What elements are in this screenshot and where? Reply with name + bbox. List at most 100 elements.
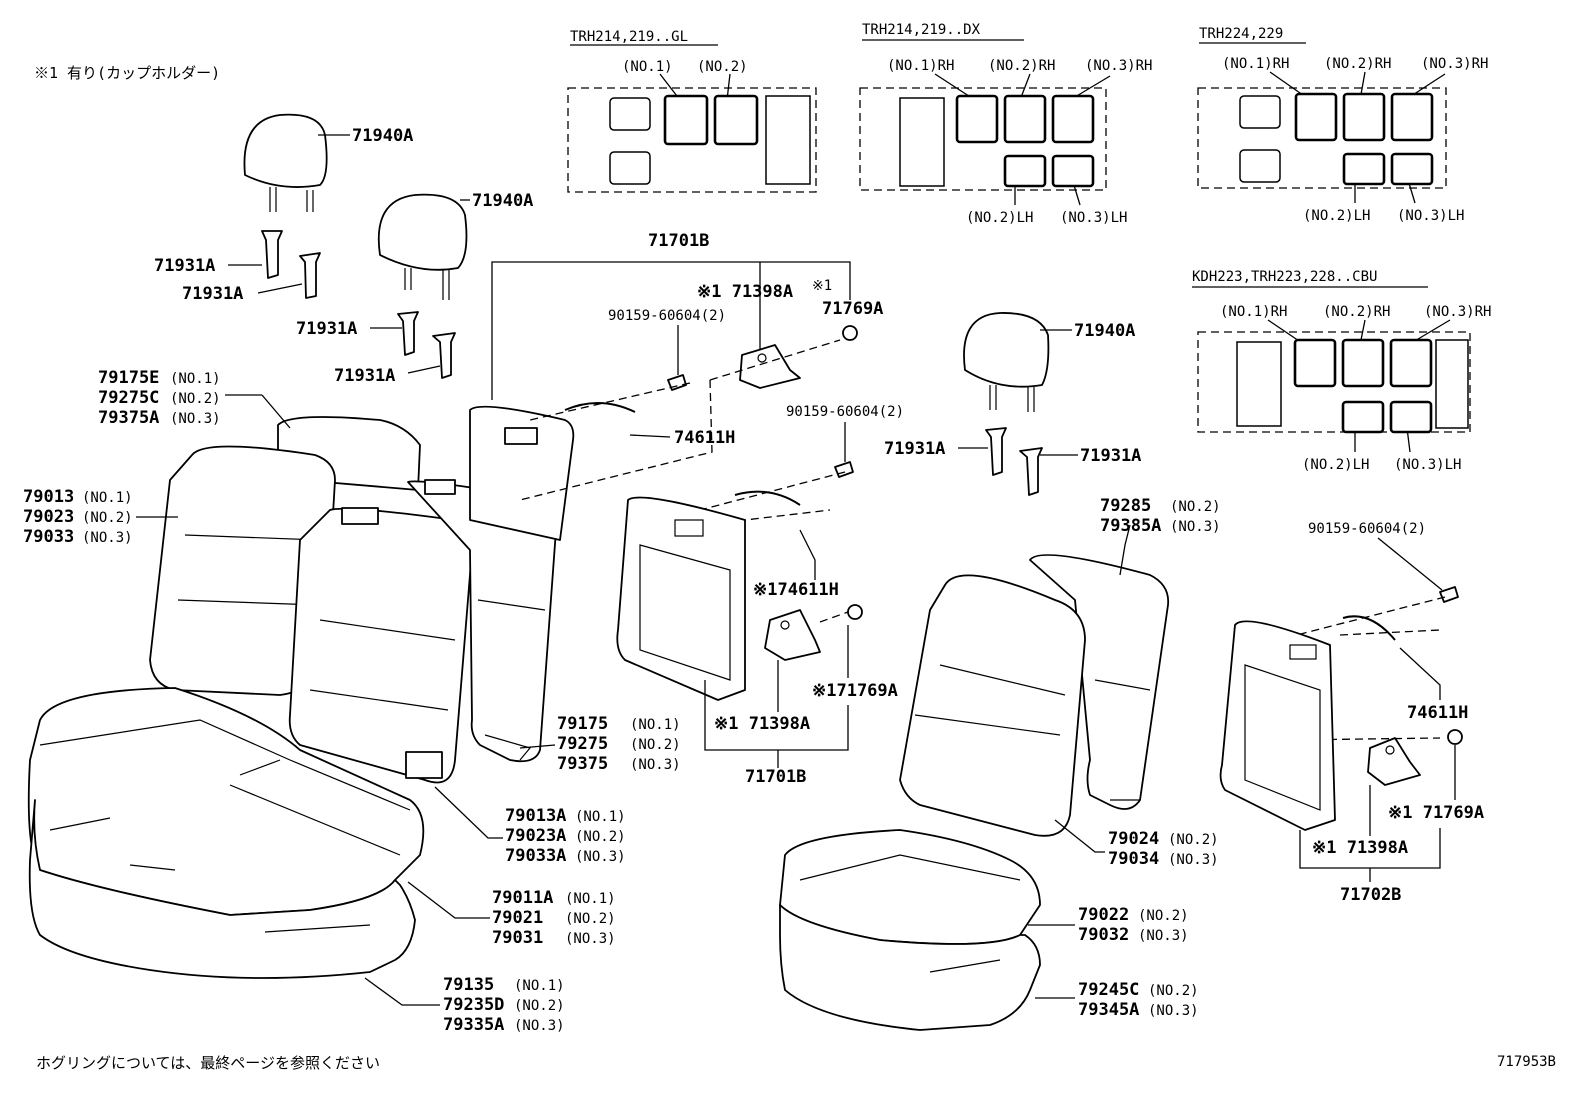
layout-label: (NO.2)LH (1302, 457, 1369, 473)
headrest-part-number: 71940A (472, 191, 533, 211)
part-suffix: (NO.3) (1148, 1003, 1199, 1019)
layout-label: (NO.3)RH (1421, 56, 1488, 72)
layout-label: (NO.3)LH (1060, 210, 1127, 226)
group-79135: 79135 (NO.1) 79235D (NO.2) 79335A (NO.3) (443, 975, 565, 1035)
layout-label: (NO.2)RH (1323, 304, 1390, 320)
guide-part-number: 71931A (182, 284, 243, 304)
hinge-part-number: ※1 71398A (1312, 838, 1408, 858)
part-number: 79135 (443, 975, 494, 995)
hinge-bracket-icons (739, 344, 1421, 786)
hook-part-number: ※1 71769A (1388, 803, 1484, 823)
layout-trh224: TRH224,229 (NO.1)RH (NO.2)RH (NO.3)RH (N… (1197, 26, 1488, 224)
part-number: 79013 (23, 487, 74, 507)
hook-part-number: ※171769A (812, 681, 898, 701)
bolt-part-number: 90159-60604(2) (786, 404, 904, 420)
part-number: 79235D (443, 995, 504, 1015)
layout-title: TRH214,219..GL (570, 29, 688, 45)
frame-part-number: 71701B (648, 231, 709, 251)
part-suffix: (NO.3) (82, 530, 133, 546)
part-suffix: (NO.2) (1148, 983, 1199, 999)
part-number: 79034 (1108, 849, 1159, 869)
grip-part-number: ※174611H (753, 580, 839, 600)
left-bench-seat (27, 405, 575, 979)
part-suffix: (NO.2) (170, 391, 221, 407)
layout-title: TRH214,219..DX (862, 22, 981, 38)
group-79013A: 79013A (NO.1) 79023A (NO.2) 79033A (NO.3… (505, 806, 626, 866)
figure-id: 717953B (1497, 1054, 1556, 1070)
part-suffix: (NO.3) (565, 931, 616, 947)
headrest-left-2 (377, 193, 468, 300)
grip-handle-icons (564, 401, 1396, 641)
part-suffix: (NO.1) (82, 490, 133, 506)
layout-label: (NO.1)RH (1222, 56, 1289, 72)
part-suffix: (NO.1) (630, 717, 681, 733)
part-suffix: (NO.1) (170, 371, 221, 387)
guide-part-number: 71931A (334, 366, 395, 386)
part-number: 79175E (98, 368, 159, 388)
bolt-part-number: 90159-60604(2) (1308, 521, 1426, 537)
layout-label: (NO.2)RH (1324, 56, 1391, 72)
layout-label: (NO.3)LH (1394, 457, 1461, 473)
layout-label: (NO.2) (697, 59, 748, 75)
layout-label: (NO.2)LH (966, 210, 1033, 226)
seatback-panel-right (1219, 620, 1336, 831)
part-number: 79021 (492, 908, 543, 928)
cupholder-note: ※1 有り(カップホルダー) (34, 64, 220, 82)
part-suffix: (NO.3) (575, 849, 626, 865)
part-number: 79011A (492, 888, 553, 908)
part-suffix: (NO.2) (514, 998, 565, 1014)
part-number: 79013A (505, 806, 566, 826)
layout-label: (NO.2)RH (988, 58, 1055, 74)
headrest-left-1 (243, 113, 328, 212)
group-79245C: 79245C (NO.2) 79345A (NO.3) (1078, 980, 1199, 1020)
guide-part-number: 71931A (884, 439, 945, 459)
bolt-part-number: 90159-60604(2) (608, 308, 726, 324)
guide-part-number: 71931A (1080, 446, 1141, 466)
part-suffix: (NO.2) (565, 911, 616, 927)
part-suffix: (NO.2) (630, 737, 681, 753)
part-number: 79285 (1100, 496, 1151, 516)
group-79285: 79285 (NO.2) 79385A (NO.3) (1100, 496, 1221, 536)
right-seat (779, 554, 1170, 1031)
hinge-part-number: ※1 71398A (697, 282, 793, 302)
part-number: 79245C (1078, 980, 1139, 1000)
part-suffix: (NO.2) (1170, 499, 1221, 515)
layout-cbu: KDH223,TRH223,228..CBU (NO.1)RH (NO.2)RH… (1192, 269, 1491, 473)
part-number: 79023A (505, 826, 566, 846)
part-suffix: (NO.3) (1170, 519, 1221, 535)
part-number: 79345A (1078, 1000, 1139, 1020)
part-suffix: (NO.3) (514, 1018, 565, 1034)
headrest-right (963, 312, 1050, 412)
frame-part-number: 71702B (1340, 885, 1401, 905)
hinge-part-number: ※1 71398A (714, 714, 810, 734)
grip-part-number: 74611H (674, 428, 735, 448)
guide-part-number: 71931A (154, 256, 215, 276)
layout-dx: TRH214,219..DX (NO.1)RH (NO.2)RH (NO.3)R… (859, 22, 1152, 226)
headrest-part-number: 71940A (1074, 321, 1135, 341)
part-suffix: (NO.1) (565, 891, 616, 907)
grip-part-number: 74611H (1407, 703, 1468, 723)
part-suffix: (NO.2) (1168, 832, 1219, 848)
layout-label: (NO.3)RH (1424, 304, 1491, 320)
layout-gl: TRH214,219..GL (NO.1) (NO.2) (567, 29, 817, 193)
part-number: 79024 (1108, 829, 1159, 849)
part-number: 79275C (98, 388, 159, 408)
frame-part-number: 71701B (745, 767, 806, 787)
part-number: 79375 (557, 754, 608, 774)
part-suffix: (NO.3) (1138, 928, 1189, 944)
layout-label: (NO.1)RH (887, 58, 954, 74)
group-79011A: 79011A (NO.1) 79021 (NO.2) 79031 (NO.3) (492, 888, 616, 948)
part-number: 79175 (557, 714, 608, 734)
layout-title: TRH224,229 (1199, 26, 1283, 42)
hook-note-mark: ※1 (812, 278, 832, 294)
part-number: 79375A (98, 408, 159, 428)
layout-label: (NO.1)RH (1220, 304, 1287, 320)
group-79024: 79024 (NO.2) 79034 (NO.3) (1108, 829, 1219, 869)
part-number: 79023 (23, 507, 74, 527)
seatback-panel-center (616, 496, 746, 701)
part-number: 79033A (505, 846, 566, 866)
part-number: 79031 (492, 928, 543, 948)
headrest-guide-icons (261, 230, 1043, 496)
